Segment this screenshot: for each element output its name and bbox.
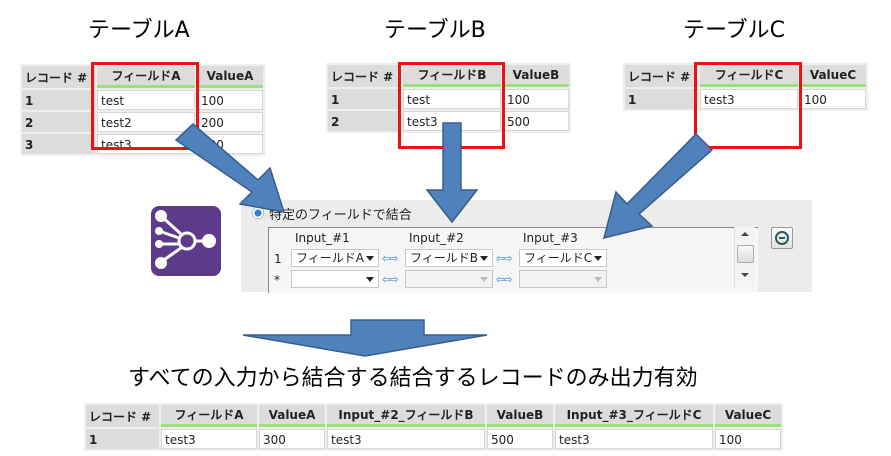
highlight-field-a — [91, 62, 199, 150]
swap-arrows-icon[interactable]: ⇦⇨ — [382, 252, 399, 265]
column-header: レコード # — [86, 405, 159, 427]
swap-arrows-icon[interactable]: ⇦⇨ — [496, 252, 513, 265]
scroll-thumb[interactable] — [737, 245, 754, 263]
table-c-title: テーブルC — [683, 18, 786, 43]
join-by-field-label[interactable]: 特定のフィールドで結合 — [269, 208, 412, 223]
arrow-to-result — [242, 319, 488, 357]
cell: 100 — [503, 89, 569, 109]
chevron-down-icon — [594, 277, 602, 282]
join-field-grid: Input_#1 Input_#2 Input_#3 1 フィールドA ⇦⇨ フ… — [268, 227, 758, 293]
cell: 100 — [197, 90, 263, 110]
table-row: 1 test3 100 — [625, 89, 866, 109]
cell: test — [97, 90, 195, 110]
column-header: Input_#3_フィールドC — [555, 405, 713, 427]
table-a: レコード # フィールドA ValueA 1 test 100 2 test2 … — [20, 64, 265, 156]
record-number: 2 — [22, 112, 95, 132]
column-header: フィールドA — [97, 66, 195, 88]
table-row: 1 test 100 — [328, 89, 569, 109]
table-row: 2 test2 200 — [22, 112, 263, 132]
field-select-value: フィールドC — [524, 251, 593, 265]
column-header: レコード # — [328, 65, 401, 87]
row-number: 1 — [274, 252, 282, 266]
column-header: ValueC — [715, 405, 781, 427]
swap-arrows-icon[interactable]: ⇦⇨ — [496, 273, 513, 286]
record-number: 1 — [22, 90, 95, 110]
field-select-new-input-2[interactable] — [405, 270, 493, 288]
chevron-down-icon — [480, 277, 488, 282]
cell: 300 — [197, 134, 263, 154]
field-select-new-input-3[interactable] — [519, 270, 607, 288]
field-select-input-1[interactable]: フィールドA — [291, 249, 379, 267]
cell: test3 — [555, 429, 713, 449]
field-select-input-3[interactable]: フィールドC — [519, 249, 607, 267]
table-b-title: テーブルB — [384, 18, 486, 43]
table-c: レコード # フィールドC ValueC 1 test3 100 — [623, 63, 868, 111]
cell: test3 — [327, 429, 485, 449]
cell: test — [403, 89, 501, 109]
record-number: 2 — [328, 111, 401, 131]
record-number: 3 — [22, 134, 95, 154]
column-header: ValueB — [487, 405, 553, 427]
table-row: 1 test 100 — [22, 90, 263, 110]
column-header: フィールドB — [403, 65, 501, 87]
field-select-value: フィールドB — [410, 251, 478, 265]
column-header: フィールドC — [700, 65, 798, 87]
highlight-field-c — [694, 62, 802, 149]
field-select-new-input-1[interactable] — [291, 270, 379, 288]
table-b: レコード # フィールドB ValueB 1 test 100 2 test3 … — [326, 63, 571, 133]
remove-row-button[interactable] — [771, 227, 793, 249]
chevron-down-icon — [480, 256, 488, 261]
column-header: フィールドA — [161, 405, 257, 427]
swap-arrows-icon[interactable]: ⇦⇨ — [382, 273, 399, 286]
column-header: ValueB — [503, 65, 569, 87]
cell: 100 — [800, 89, 866, 109]
join-multiple-icon — [151, 206, 221, 276]
column-header: ValueA — [197, 66, 263, 88]
cell: test2 — [97, 112, 195, 132]
record-number: 1 — [625, 89, 698, 109]
cell: 100 — [715, 429, 781, 449]
column-header-input-2: Input_#2 — [409, 231, 464, 245]
cell: 200 — [197, 112, 263, 132]
cell: test3 — [161, 429, 257, 449]
join-by-field-radio[interactable] — [252, 207, 264, 219]
scroll-up-icon[interactable] — [741, 232, 749, 236]
scroll-down-icon[interactable] — [741, 273, 749, 277]
cell: 300 — [259, 429, 325, 449]
join-configuration-panel: 特定のフィールドで結合 Input_#1 Input_#2 Input_#3 1… — [241, 200, 812, 293]
column-header: ValueC — [800, 65, 866, 87]
chevron-down-icon — [366, 256, 374, 261]
column-header: レコード # — [625, 65, 698, 87]
column-header-input-1: Input_#1 — [295, 231, 350, 245]
column-header: ValueA — [259, 405, 325, 427]
chevron-down-icon — [366, 277, 374, 282]
result-table: レコード # フィールドA ValueA Input_#2_フィールドB Val… — [84, 403, 783, 451]
record-number: 1 — [86, 429, 159, 449]
vertical-scrollbar[interactable] — [734, 227, 755, 287]
chevron-down-icon — [594, 256, 602, 261]
table-a-title: テーブルA — [88, 18, 190, 43]
result-caption: すべての入力から結合する結合するレコードのみ出力有効 — [128, 366, 698, 391]
field-select-input-2[interactable]: フィールドB — [405, 249, 493, 267]
cell: test3 — [700, 89, 798, 109]
cell: 500 — [487, 429, 553, 449]
column-header-input-3: Input_#3 — [523, 231, 578, 245]
cell: 500 — [503, 111, 569, 131]
new-row-marker: * — [274, 273, 280, 287]
minus-circle-icon — [775, 231, 789, 245]
column-header: Input_#2_フィールドB — [327, 405, 485, 427]
highlight-field-b — [398, 62, 505, 149]
record-number: 1 — [328, 89, 401, 109]
table-row: 1 test3 300 test3 500 test3 100 — [86, 429, 781, 449]
column-header: レコード # — [22, 66, 95, 88]
field-select-value: フィールドA — [296, 251, 364, 265]
